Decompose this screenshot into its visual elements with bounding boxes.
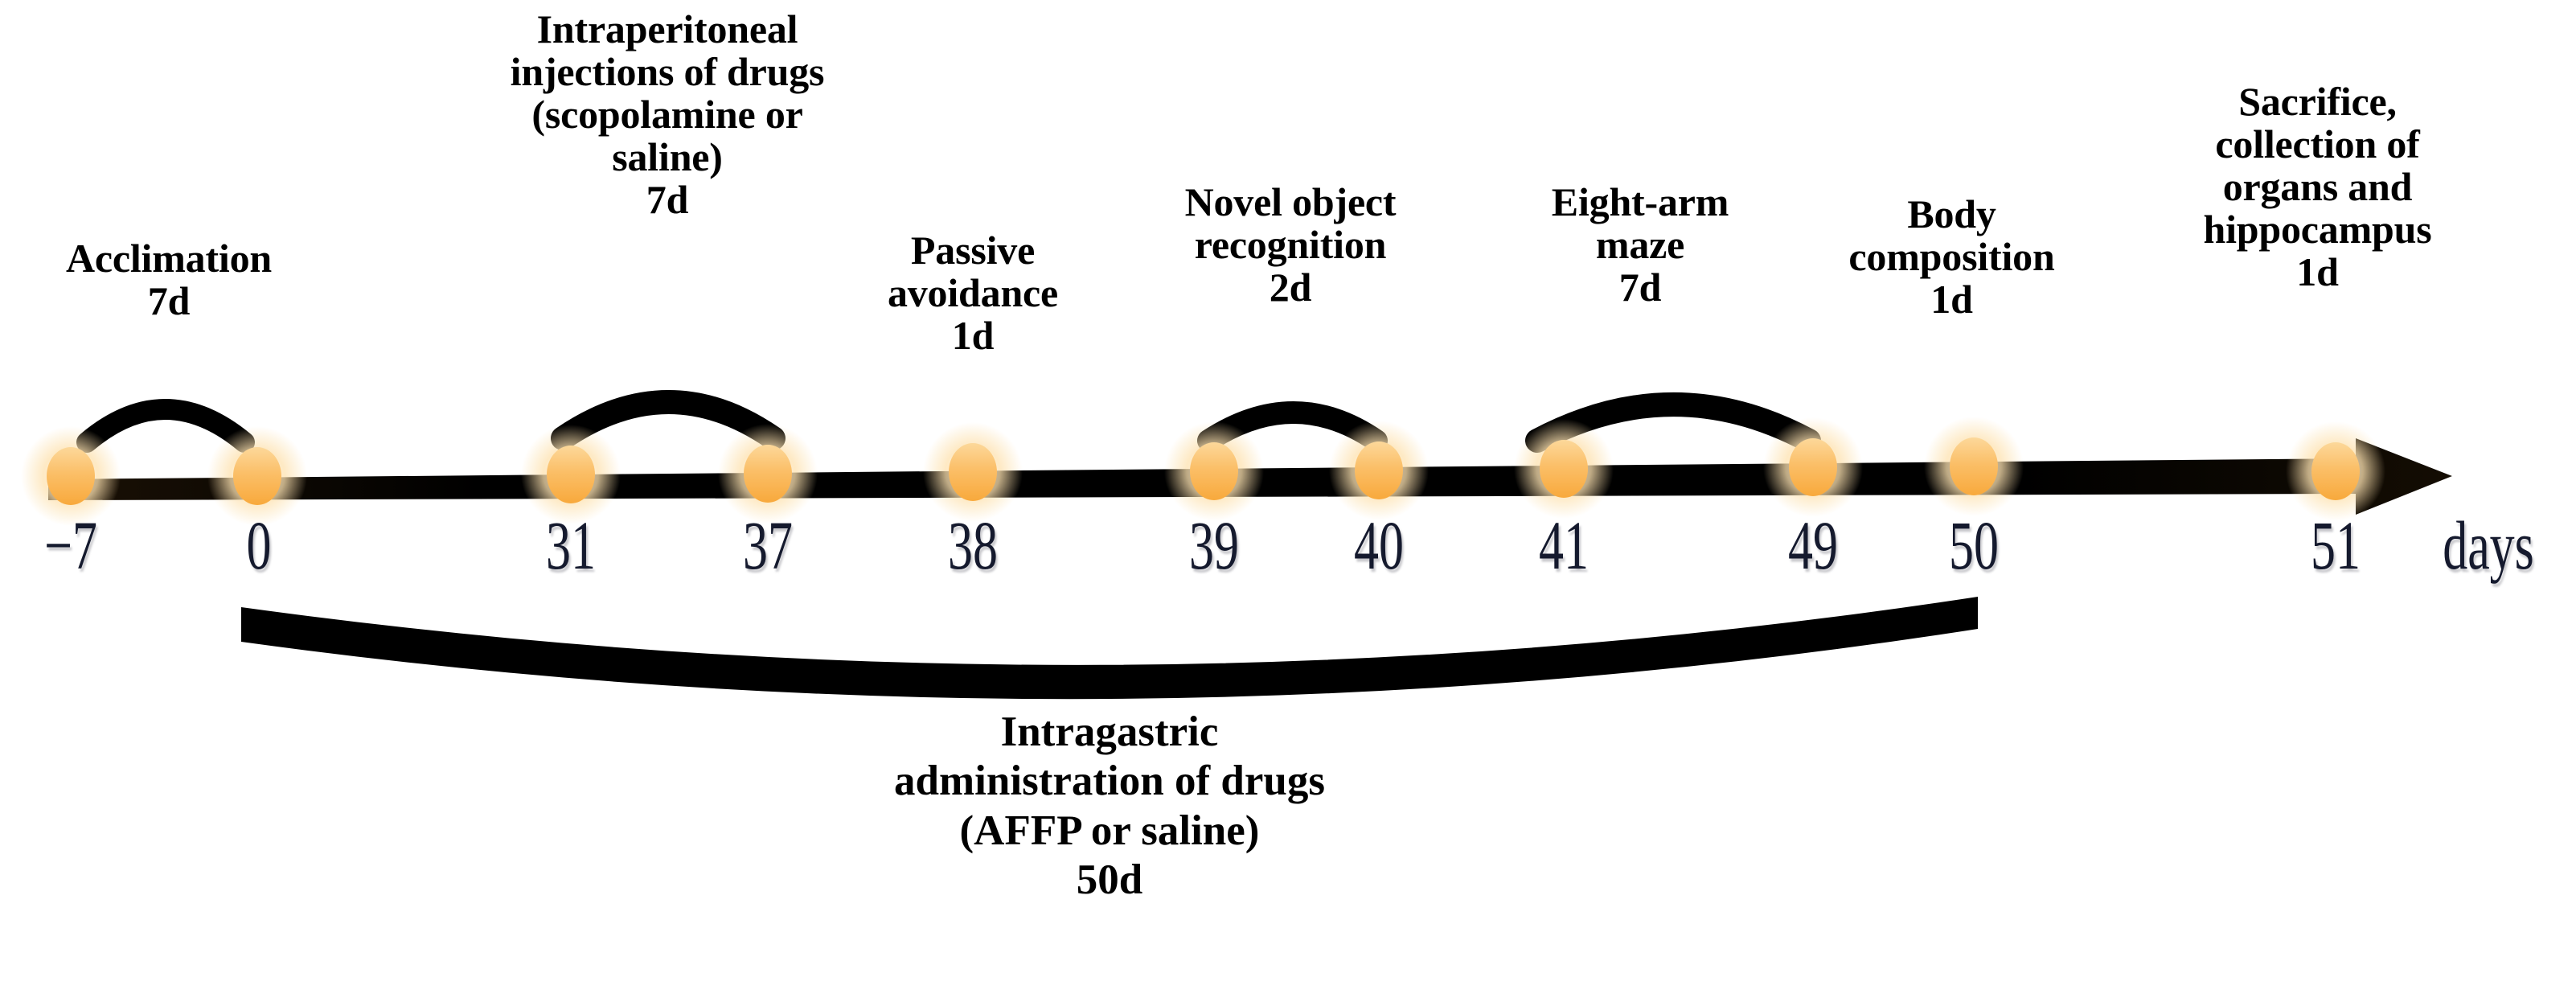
timeline-node bbox=[1924, 417, 2024, 516]
event-label-intraperitoneal-injections: Intraperitoneal injections of drugs (sco… bbox=[418, 8, 917, 221]
timeline-node bbox=[1329, 421, 1429, 520]
event-title-line-2: avoidance bbox=[887, 270, 1059, 315]
event-title-line-2: composition bbox=[1848, 234, 2055, 279]
day-label-0: 0 bbox=[246, 507, 272, 584]
event-title-line-2: injections of drugs bbox=[510, 49, 825, 94]
event-duration-eight-arm-maze: 7d bbox=[1618, 265, 1662, 310]
bottom-event-line-3: (AFFP or saline) bbox=[959, 807, 1260, 854]
event-label-eight-arm-maze: Eight-arm maze 7d bbox=[1491, 181, 1789, 309]
timeline-node bbox=[1164, 421, 1264, 521]
day-label-41: 41 bbox=[1539, 507, 1589, 584]
timeline-node bbox=[207, 426, 307, 526]
event-title-line-1: Eight-arm bbox=[1551, 179, 1729, 224]
event-label-novel-object-recognition: Novel object recognition 2d bbox=[1101, 181, 1479, 309]
bottom-event-line-1: Intragastric bbox=[1000, 708, 1219, 755]
event-title-line-1: Sacrifice, bbox=[2238, 79, 2397, 124]
day-label-38: 38 bbox=[948, 507, 998, 584]
day-label-37: 37 bbox=[743, 507, 793, 584]
day-label-minus7: −7 bbox=[44, 507, 97, 584]
event-title-acclimation: Acclimation bbox=[65, 236, 273, 281]
event-title-line-2: collection of bbox=[2215, 121, 2420, 166]
timeline-node bbox=[923, 422, 1023, 522]
day-label-40: 40 bbox=[1354, 507, 1404, 584]
event-title-line-1: Passive bbox=[910, 228, 1036, 273]
timeline-node bbox=[521, 425, 621, 524]
day-label-51: 51 bbox=[2311, 507, 2361, 584]
bottom-event-line-2: administration of drugs bbox=[894, 758, 1325, 805]
bottom-event-label-intragastric-administration: Intragastric administration of drugs (AF… bbox=[708, 708, 1512, 906]
bottom-bracket bbox=[241, 597, 1978, 700]
event-title-line-2: maze bbox=[1595, 222, 1685, 267]
event-title-line-4: hippocampus bbox=[2203, 207, 2432, 252]
arc-intraperitoneal bbox=[551, 390, 786, 450]
day-label-39: 39 bbox=[1189, 507, 1239, 584]
event-title-line-3: (scopolamine or bbox=[531, 92, 803, 137]
event-duration-body-composition: 1d bbox=[1930, 277, 1973, 322]
day-label-50: 50 bbox=[1949, 507, 1999, 584]
event-title-line-3: organs and bbox=[2222, 164, 2413, 209]
event-duration-intraperitoneal: 7d bbox=[646, 177, 689, 222]
timeline-node bbox=[718, 424, 818, 524]
event-label-body-composition: Body composition 1d bbox=[1781, 193, 2123, 321]
event-duration-passive-avoidance: 1d bbox=[951, 313, 995, 358]
timeline-node bbox=[1514, 419, 1614, 519]
event-duration-sacrifice: 1d bbox=[2296, 249, 2339, 294]
event-label-passive-avoidance: Passive avoidance 1d bbox=[832, 229, 1114, 357]
timeline-nodes bbox=[21, 417, 2385, 526]
event-title-line-1: Novel object bbox=[1184, 179, 1397, 224]
timeline-node bbox=[21, 426, 121, 526]
event-title-line-2: recognition bbox=[1194, 222, 1387, 267]
bottom-event-duration: 50d bbox=[1076, 856, 1143, 904]
day-label-49: 49 bbox=[1788, 507, 1838, 584]
timeline-node bbox=[2286, 421, 2385, 521]
timeline-node bbox=[1763, 417, 1863, 517]
axis-unit-label: days bbox=[2443, 507, 2534, 584]
event-duration-acclimation: 7d bbox=[147, 278, 191, 323]
event-title-line-4: saline) bbox=[612, 134, 723, 179]
event-title-line-1: Body bbox=[1907, 191, 1996, 236]
event-label-acclimation: Acclimation 7d bbox=[0, 237, 338, 322]
arc-acclimation bbox=[76, 399, 255, 453]
day-label-31: 31 bbox=[546, 507, 596, 584]
event-title-line-1: Intraperitoneal bbox=[536, 6, 798, 51]
event-duration-novel-object: 2d bbox=[1269, 265, 1312, 310]
event-label-sacrifice: Sacrifice, collection of organs and hipp… bbox=[2139, 80, 2496, 294]
